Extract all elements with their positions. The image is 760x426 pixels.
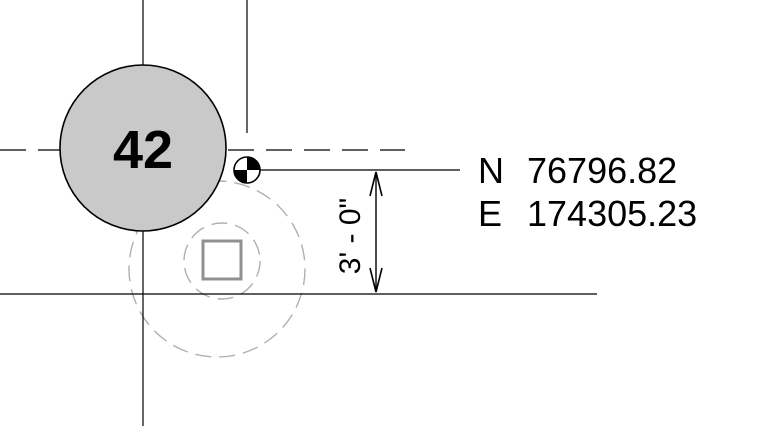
grid-tag-circle[interactable] bbox=[59, 64, 227, 232]
coordinate-label[interactable]: N 76796.82 E 174305.23 bbox=[478, 150, 697, 234]
east-value: 174305.23 bbox=[527, 193, 697, 234]
dimension-arrow-bottom bbox=[369, 267, 383, 293]
north-prefix: N bbox=[478, 150, 504, 191]
grid-tag-label: 42 bbox=[113, 120, 173, 180]
north-value: 76796.82 bbox=[527, 150, 677, 191]
dimension-arrow-top bbox=[369, 171, 383, 197]
dimension[interactable] bbox=[369, 171, 383, 293]
grid-lines bbox=[0, 0, 597, 426]
hidden-circle-small bbox=[183, 222, 261, 300]
grid-tag[interactable]: 42 bbox=[59, 64, 227, 232]
column-square-icon[interactable] bbox=[201, 239, 243, 281]
dimension-label: 3' - 0" bbox=[334, 198, 367, 274]
east-prefix: E bbox=[478, 193, 502, 234]
survey-point-marker-icon[interactable] bbox=[233, 156, 261, 184]
